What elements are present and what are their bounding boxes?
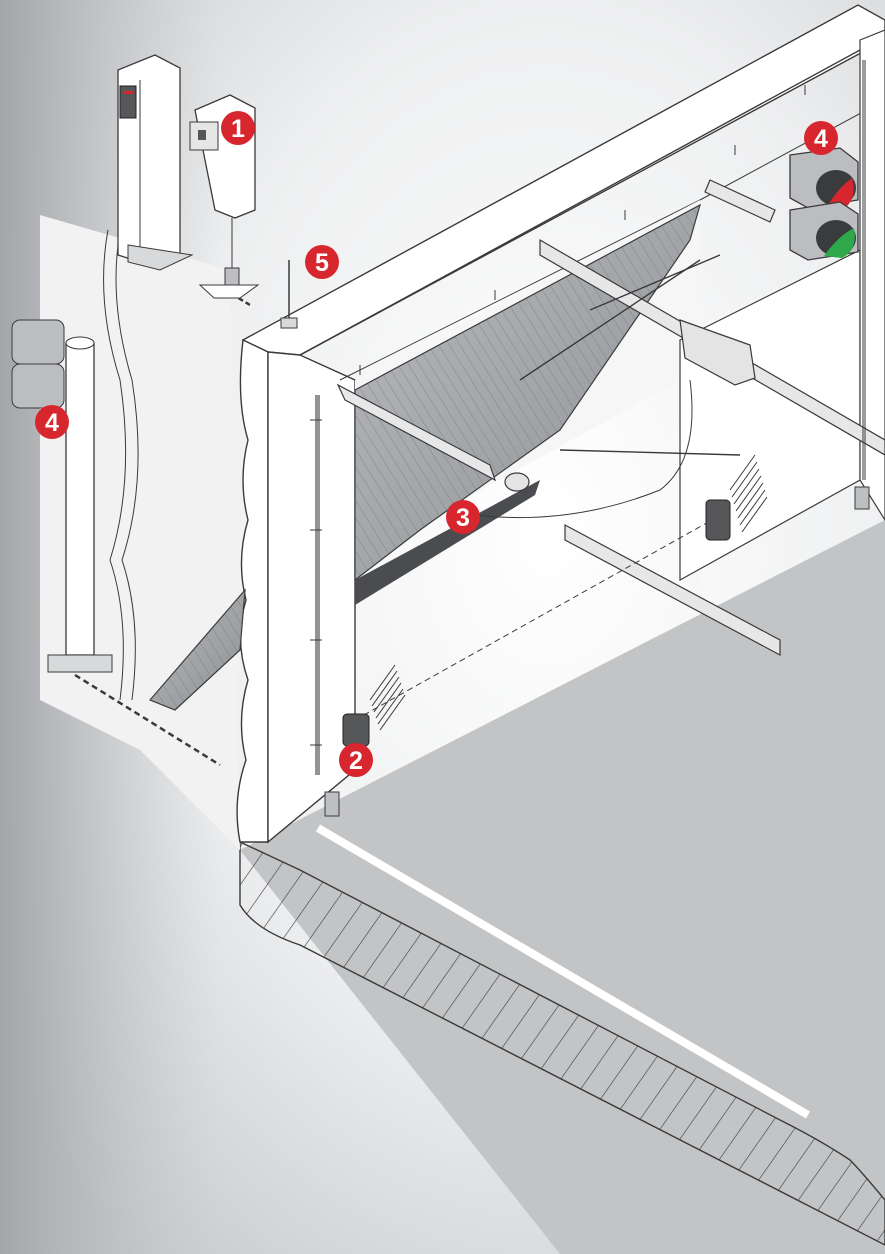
door-panel-ribs	[355, 205, 700, 580]
keypad-display	[123, 91, 133, 94]
door-arm	[519, 259, 701, 381]
photocell-base-left	[324, 791, 340, 817]
marker-4a: 4	[35, 405, 69, 439]
operator-arm	[589, 254, 721, 311]
wall-pier-edge	[236, 338, 269, 843]
marker-1: 1	[221, 111, 255, 145]
marker-label: 2	[349, 747, 363, 775]
pole-base	[47, 654, 113, 673]
buried-cable-left	[74, 673, 221, 767]
pavement-crack	[103, 229, 127, 701]
rail-arm-left	[336, 383, 497, 482]
marker-circle	[221, 111, 255, 145]
cable-duct-left	[315, 395, 320, 775]
cable-clips	[310, 85, 806, 746]
antenna-base	[280, 317, 298, 329]
marker-label: 4	[45, 409, 59, 437]
right-pier	[859, 29, 885, 522]
traffic-light-pole	[65, 342, 95, 656]
marker-circle	[305, 245, 339, 279]
operator-unit	[504, 472, 530, 492]
marker-3: 3	[446, 500, 480, 534]
marker-label: 1	[231, 115, 245, 143]
pole-cap	[65, 336, 95, 350]
selector-post-back-base	[127, 244, 194, 271]
green-lamp	[824, 228, 855, 258]
marker-label: 4	[814, 125, 828, 153]
garage-floor	[240, 520, 885, 1254]
marker-circle	[339, 743, 373, 777]
operator-cable	[454, 379, 693, 519]
photocell-base-right	[854, 486, 870, 510]
marker-circle	[35, 405, 69, 439]
selector-base	[198, 284, 260, 299]
marker-2: 2	[339, 743, 373, 777]
top-bracket	[704, 179, 776, 223]
keypad	[119, 85, 137, 119]
spring-right	[729, 454, 768, 533]
traffic-light-bottom-pole	[11, 363, 65, 409]
ground-section	[239, 840, 885, 1246]
marker-5: 5	[305, 245, 339, 279]
traffic-light-top-pole	[11, 319, 65, 365]
photocell-right	[705, 499, 731, 541]
photocell-left	[342, 713, 370, 747]
floor-beam	[564, 523, 781, 657]
marker-label: 3	[456, 504, 470, 532]
marker-circle	[446, 500, 480, 534]
door-bottom-edge	[355, 480, 540, 605]
operator-housing	[679, 319, 756, 386]
marker-label: 5	[315, 249, 329, 277]
pavement-crack-2	[115, 231, 139, 701]
marker-4b: 4	[804, 121, 838, 155]
floor-marking	[315, 824, 811, 1119]
photocell-beam	[354, 519, 713, 721]
marker-circle	[804, 121, 838, 155]
spring-arm	[559, 449, 741, 456]
spring-left	[369, 664, 406, 731]
red-lamp	[826, 178, 854, 210]
key-lock	[198, 130, 206, 140]
cable-duct-right	[862, 60, 866, 480]
door-lower-ribs	[150, 590, 245, 710]
